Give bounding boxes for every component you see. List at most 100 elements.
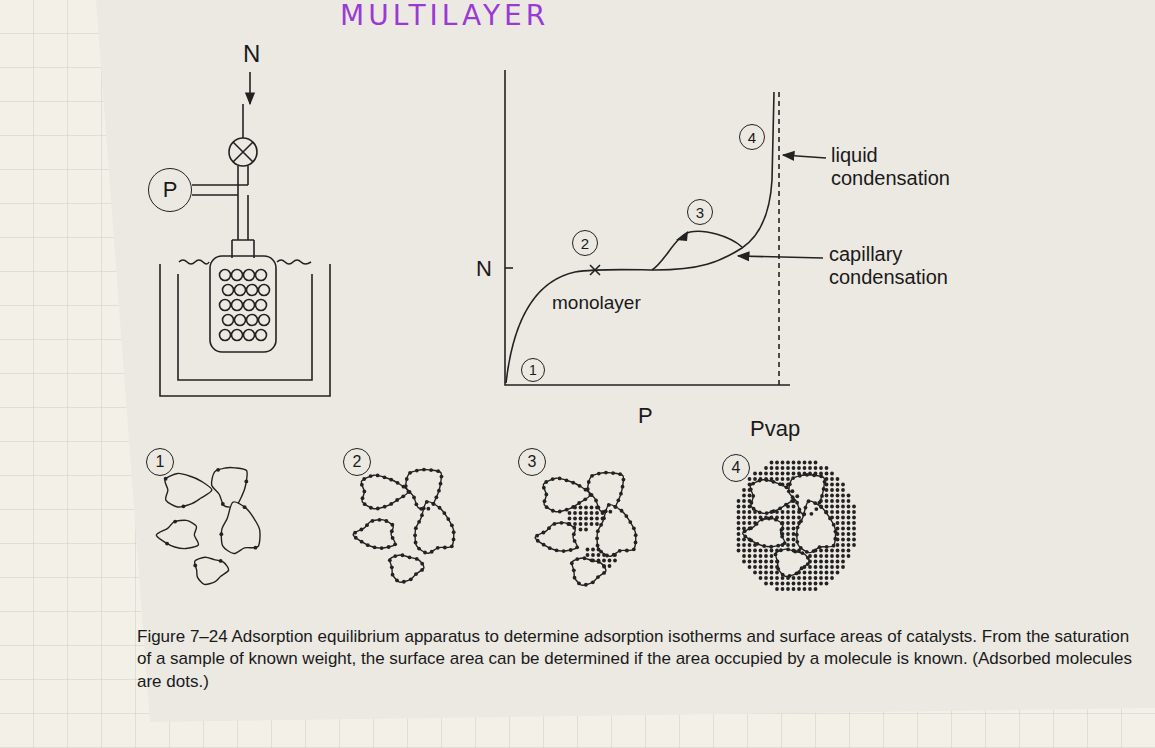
adsorbed-molecule xyxy=(830,483,834,487)
adsorbed-molecule xyxy=(748,499,752,503)
adsorbed-molecule xyxy=(753,560,757,564)
adsorbed-molecule xyxy=(776,544,780,548)
sample-container xyxy=(210,256,276,352)
isotherm-graph xyxy=(505,70,826,385)
adsorbed-molecule xyxy=(775,461,779,465)
catalyst-bead xyxy=(247,315,258,326)
catalyst-particle xyxy=(543,478,590,512)
adsorbed-molecule xyxy=(841,527,845,531)
adsorbed-molecule xyxy=(781,532,785,536)
adsorbed-molecule xyxy=(841,505,845,509)
axis-label: Pvap xyxy=(750,416,800,441)
adsorbed-molecule xyxy=(770,510,774,514)
adsorbed-molecule xyxy=(389,478,393,482)
adsorbed-molecule xyxy=(841,494,845,498)
leader-arrow xyxy=(783,155,826,158)
adsorbed-molecule xyxy=(753,565,757,569)
adsorbed-molecule xyxy=(792,527,796,531)
adsorbed-molecule xyxy=(847,543,851,547)
adsorbed-molecule xyxy=(808,565,812,569)
adsorbed-molecule xyxy=(819,554,823,558)
adsorbed-molecule xyxy=(841,549,845,553)
catalyst-particle xyxy=(572,558,606,585)
adsorbed-molecule xyxy=(836,532,840,536)
adsorbed-molecule xyxy=(770,554,774,558)
adsorbed-molecule xyxy=(797,472,801,476)
adsorbed-molecule xyxy=(814,507,818,511)
adsorbed-molecule xyxy=(836,505,840,509)
flow-label: N xyxy=(243,40,260,68)
adsorbed-molecule xyxy=(584,517,588,521)
catalyst-particle xyxy=(165,473,212,507)
adsorbed-molecule xyxy=(542,543,546,547)
adsorbed-molecule xyxy=(244,480,248,484)
adsorbed-molecule xyxy=(847,510,851,514)
adsorbed-molecule xyxy=(596,575,600,579)
catalyst-bead xyxy=(259,315,270,326)
callout-circle: 3 xyxy=(687,199,713,225)
adsorbed-molecule xyxy=(366,543,370,547)
adsorbed-molecule xyxy=(165,542,169,546)
adsorbed-molecule xyxy=(814,466,818,470)
adsorbed-molecule xyxy=(363,502,367,506)
adsorbed-molecule xyxy=(547,526,551,530)
adsorbed-molecule xyxy=(764,565,768,569)
catalyst-particle xyxy=(353,520,395,548)
adsorbed-molecule xyxy=(775,466,779,470)
adsorbed-molecule xyxy=(830,516,834,520)
adsorbed-molecule xyxy=(602,553,606,557)
catalyst-particle xyxy=(390,555,424,582)
callout-number: 1 xyxy=(156,454,165,470)
adsorbed-molecule xyxy=(748,516,752,520)
adsorbed-molecule xyxy=(803,582,807,586)
adsorbed-molecule xyxy=(792,472,796,476)
adsorbed-molecule xyxy=(753,543,757,547)
adsorbed-molecule xyxy=(608,564,612,568)
adsorbed-molecule xyxy=(748,554,752,558)
adsorbed-molecule xyxy=(830,549,834,553)
adsorbed-molecule xyxy=(383,475,387,479)
adsorbed-molecule xyxy=(555,548,559,552)
adsorbed-molecule xyxy=(792,510,796,514)
adsorbed-molecule xyxy=(173,520,177,524)
adsorbed-molecule xyxy=(602,559,606,563)
adsorbed-molecule xyxy=(748,505,752,509)
adsorbed-molecule xyxy=(847,505,851,509)
adsorbed-molecule xyxy=(775,477,779,481)
adsorbed-molecule xyxy=(786,472,790,476)
inlet-arrow xyxy=(249,72,251,104)
adsorbed-molecule xyxy=(753,571,757,575)
catalyst-bead xyxy=(256,300,267,311)
adsorbed-molecule xyxy=(742,560,746,564)
adsorbed-molecule xyxy=(830,494,834,498)
adsorbed-molecule xyxy=(841,499,845,503)
catalyst-bead xyxy=(223,315,234,326)
axis-label: N xyxy=(476,256,492,281)
adsorbed-molecule xyxy=(584,511,588,515)
adsorbed-molecule xyxy=(602,565,606,569)
adsorbed-molecule xyxy=(591,548,595,552)
adsorbed-molecule xyxy=(634,533,638,537)
particle-group xyxy=(353,468,456,584)
adsorbed-molecule xyxy=(586,553,590,557)
adsorbed-molecule xyxy=(413,533,417,537)
callout-number: 4 xyxy=(748,130,756,145)
adsorbed-molecule xyxy=(836,516,840,520)
adsorbed-molecule xyxy=(825,576,829,580)
adsorbed-molecule xyxy=(586,548,590,552)
adsorbed-molecule xyxy=(825,560,829,564)
adsorbed-molecule xyxy=(560,521,564,525)
adsorbed-molecule xyxy=(825,510,829,514)
adsorbed-molecule xyxy=(414,572,418,576)
adsorbed-molecule xyxy=(841,565,845,569)
adsorbed-molecule xyxy=(579,506,583,510)
adsorbed-molecule xyxy=(584,522,588,526)
adsorbed-molecule xyxy=(595,536,599,540)
adsorbed-molecule xyxy=(596,544,600,548)
adsorbed-molecule xyxy=(545,505,549,509)
adsorbed-molecule xyxy=(383,505,387,509)
adsorbed-molecule xyxy=(216,468,220,472)
adsorbed-molecule xyxy=(769,545,773,549)
adsorbed-molecule xyxy=(795,540,799,544)
adsorbed-molecule xyxy=(587,480,591,484)
